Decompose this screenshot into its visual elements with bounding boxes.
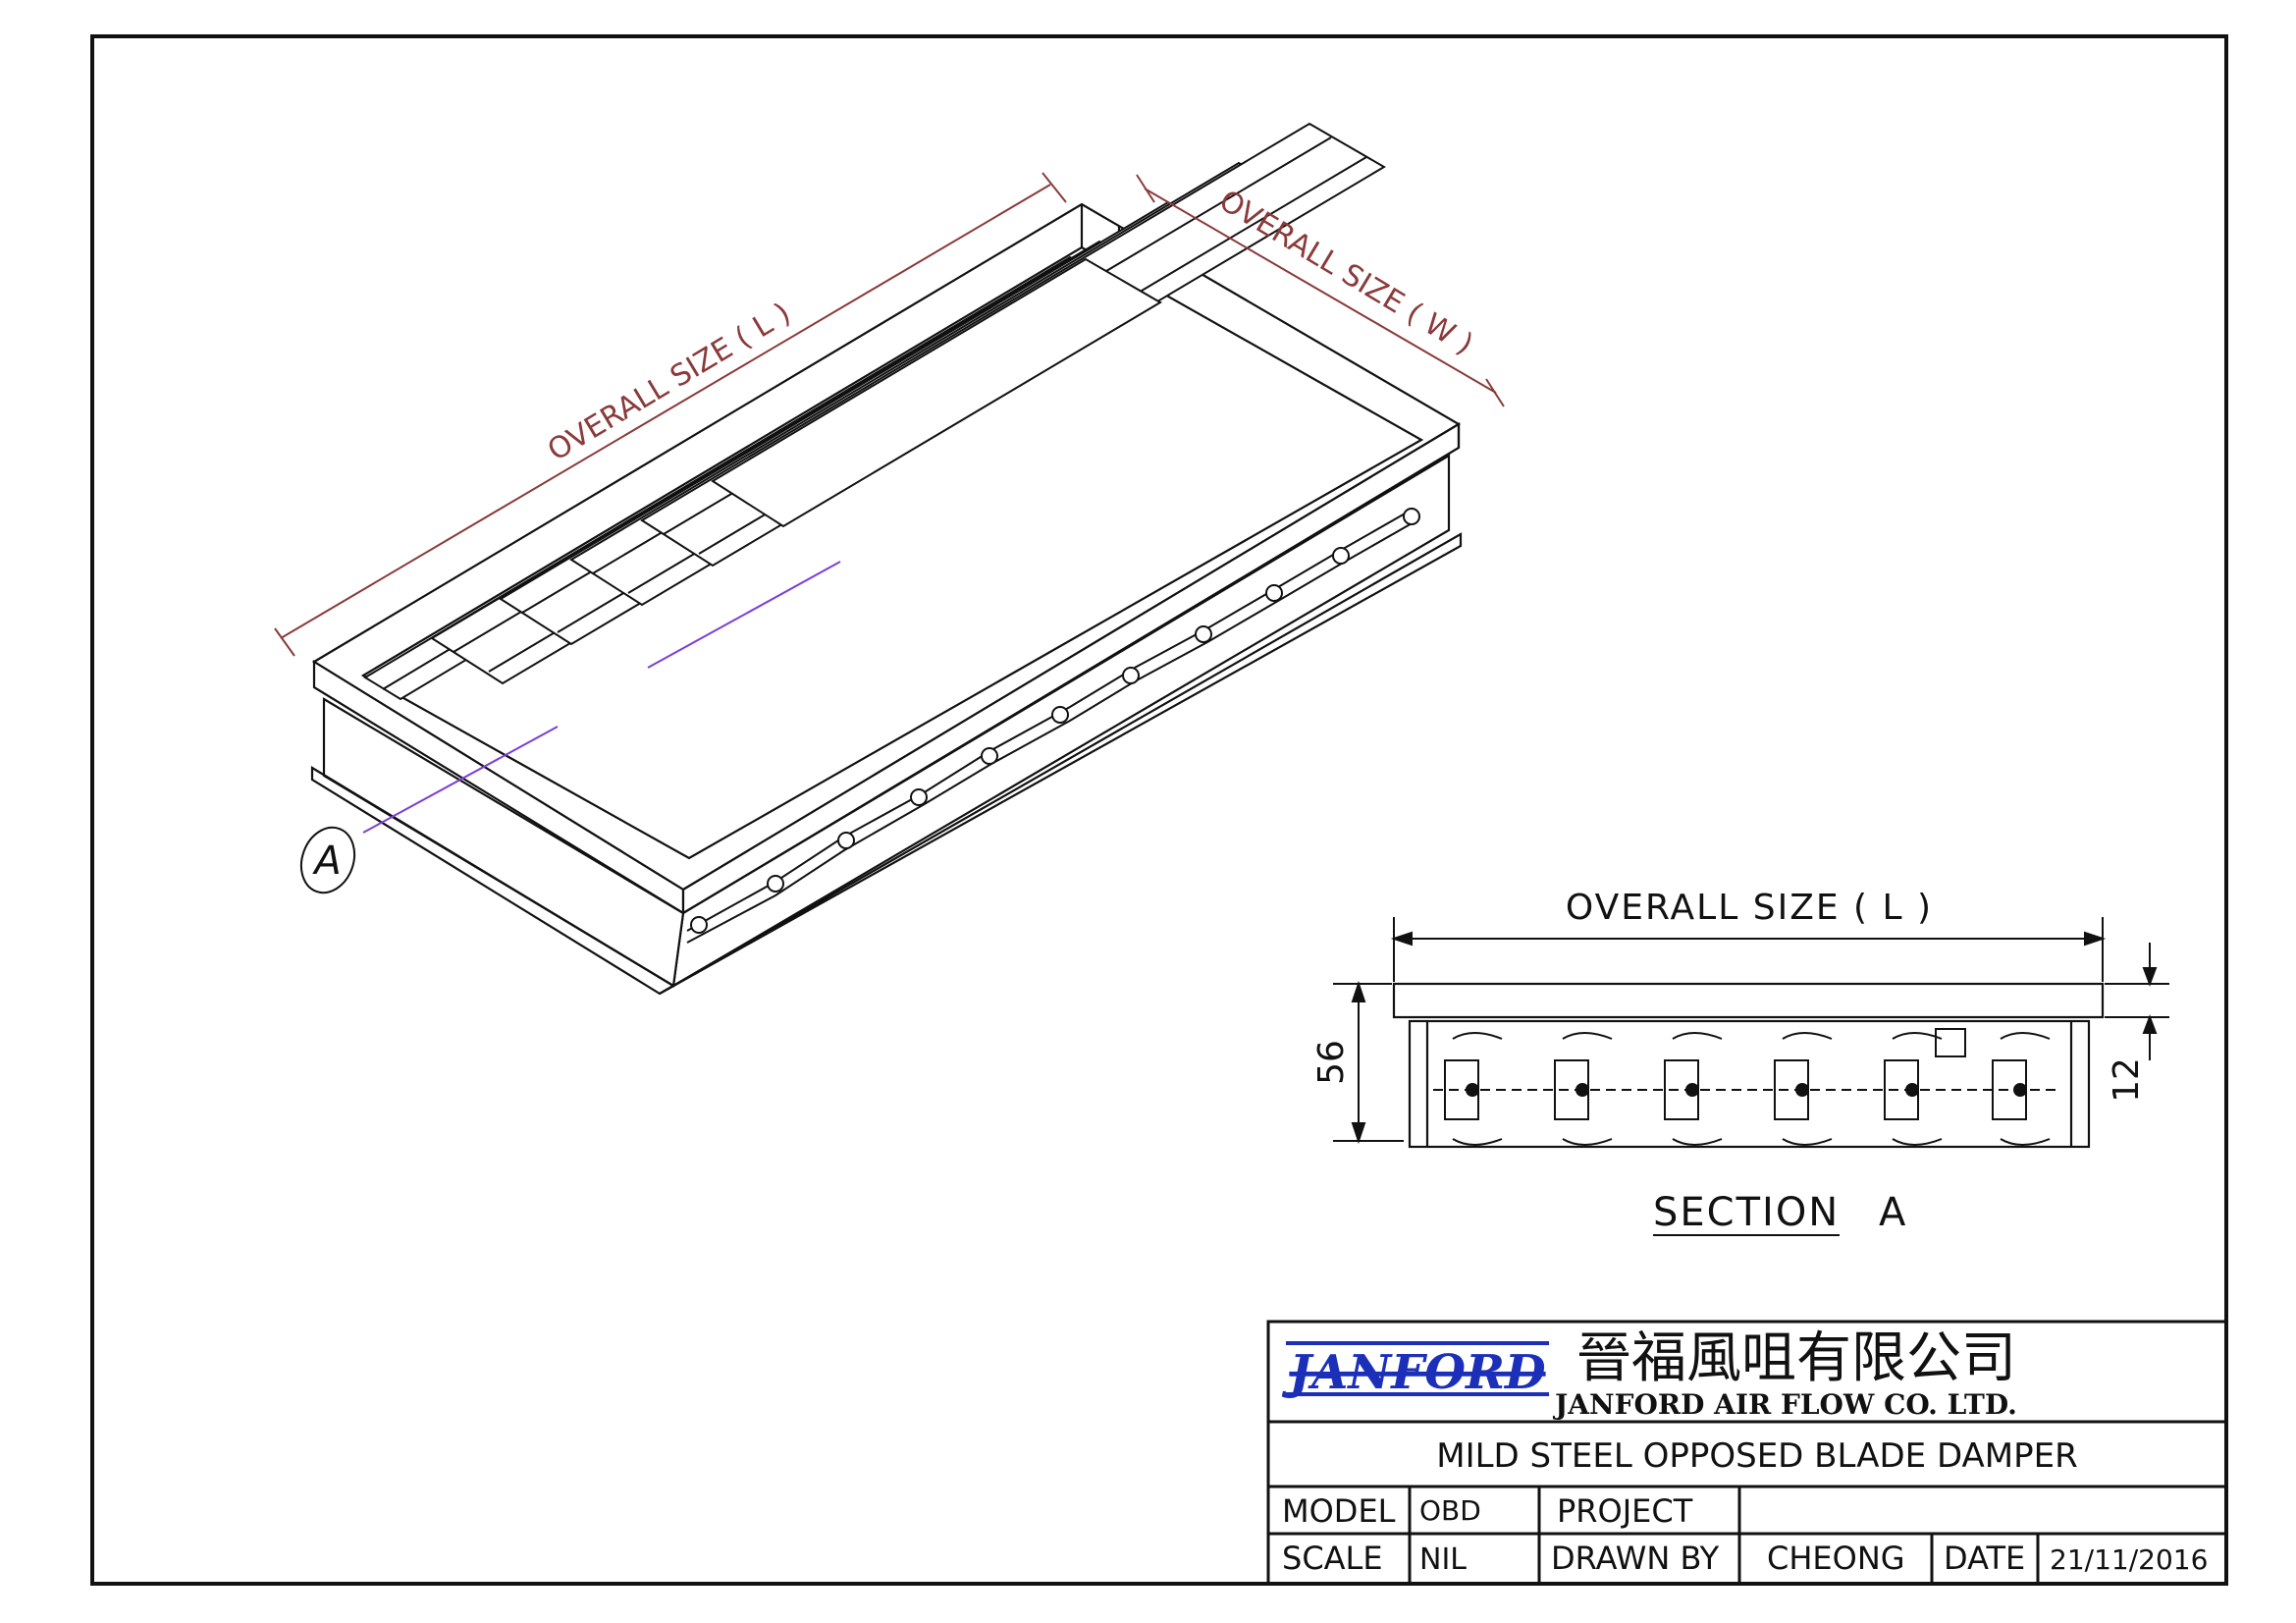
date-value: 21/11/2016: [2050, 1543, 2208, 1576]
section-view: [1333, 917, 2169, 1149]
pivot-1: [690, 916, 708, 934]
project-label: PROJECT: [1557, 1492, 1693, 1530]
scale-label: SCALE: [1282, 1540, 1383, 1577]
pivot-9: [1265, 584, 1283, 602]
pivot-4: [910, 788, 928, 806]
frame-inner-rim: [360, 245, 1424, 860]
title-block: [1266, 1320, 2228, 1586]
drawn-by-value: CHEONG: [1767, 1540, 1905, 1577]
pivot-11: [1403, 508, 1420, 525]
section-dim-length: [1390, 917, 2107, 982]
drawing-title: MILD STEEL OPPOSED BLADE DAMPER: [1436, 1436, 2078, 1476]
scale-value: NIL: [1419, 1542, 1467, 1577]
pivot-8: [1195, 625, 1212, 643]
section-blades: [1433, 1028, 2057, 1146]
drawn-by-label: DRAWN BY: [1551, 1540, 1720, 1577]
company-chinese: 晉福風咀有限公司: [1576, 1326, 2016, 1390]
pivot-10: [1332, 547, 1350, 565]
isometric-view: [310, 122, 1463, 996]
logo-text: JANFORD: [1281, 1345, 1546, 1400]
model-value: OBD: [1419, 1494, 1481, 1527]
title-block-frame: [1266, 1320, 2228, 1586]
damper-blades: [363, 122, 1386, 701]
section-top-label: OVERALL SIZE ( L ): [1566, 888, 1933, 928]
iso-dim-width: [1136, 174, 1505, 407]
model-label: MODEL: [1282, 1492, 1396, 1530]
section-dim-flange: [2105, 943, 2169, 1060]
section-casing: [1408, 1019, 2091, 1149]
section-flange-dim: 12: [2107, 1057, 2147, 1103]
section-cut-line: [362, 561, 841, 834]
section-actuator: [1935, 1028, 1966, 1057]
pivot-3: [837, 832, 855, 849]
linkage-bar: [686, 508, 1420, 944]
section-title: SECTION: [1653, 1190, 1840, 1235]
section-marker: A: [299, 826, 356, 894]
drawing-border: [90, 34, 2228, 1586]
section-dim-height: [1333, 980, 1404, 1145]
section-height-dim: 56: [1311, 1040, 1352, 1085]
pivot-2: [767, 875, 784, 893]
pivot-7: [1122, 667, 1140, 684]
section-flange: [1392, 982, 2105, 1019]
date-label: DATE: [1944, 1540, 2025, 1577]
company-english: JANFORD AIR FLOW CO. LTD.: [1552, 1388, 2017, 1421]
bottom-flange-right: [659, 532, 1463, 995]
pivot-5: [981, 747, 998, 765]
blade-6: [711, 257, 1162, 528]
section-title-letter: A: [1879, 1190, 1906, 1235]
pivot-6: [1051, 706, 1069, 724]
iso-dim-length: [274, 172, 1067, 657]
logo: JANFORD: [1281, 1341, 1549, 1400]
section-marker-letter: A: [311, 839, 341, 884]
